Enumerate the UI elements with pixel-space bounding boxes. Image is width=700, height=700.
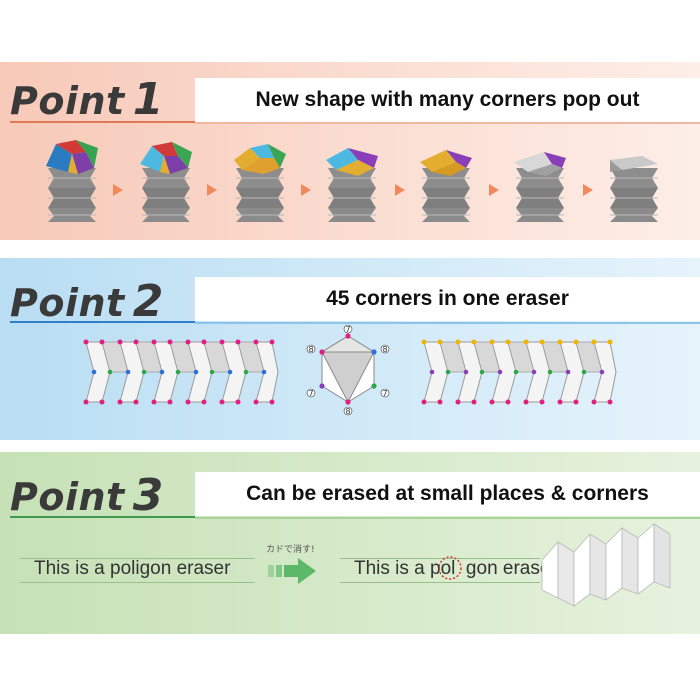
ruled-line xyxy=(20,582,255,583)
ruled-line xyxy=(20,558,255,559)
hex-label-upper-left: 8 xyxy=(308,345,313,354)
point3-title-line xyxy=(195,517,700,519)
eraser-sequence-illustration xyxy=(46,140,659,223)
point2-title: 45 corners in one eraser xyxy=(195,277,700,321)
hex-label-bottom: 8 xyxy=(345,407,350,416)
erased-corner-highlight xyxy=(438,556,462,580)
hex-label-upper-right: 8 xyxy=(382,345,387,354)
green-arrow-icon xyxy=(268,558,316,584)
japanese-note: カドで消す! xyxy=(266,545,315,555)
ruled-line xyxy=(340,558,540,559)
zigzag-corner-diagram-left xyxy=(83,339,279,405)
point1-word: Point xyxy=(10,79,125,123)
point2-word: Point xyxy=(10,281,125,325)
point2-number: 2 xyxy=(132,276,164,327)
point3-word: Point xyxy=(10,475,125,519)
hexagon-corner-diagram: 7 8 8 7 7 8 xyxy=(306,324,390,416)
point1-number: 1 xyxy=(132,74,164,125)
folded-eraser-illustration xyxy=(541,523,671,607)
point3-title: Can be erased at small places & corners xyxy=(195,472,700,516)
after-text: This is a pol gon erase xyxy=(354,558,551,579)
point1-title: New shape with many corners pop out xyxy=(195,78,700,122)
zigzag-corner-diagram-right xyxy=(421,339,617,405)
orange-arrow-icon xyxy=(113,184,123,196)
point1-title-line xyxy=(195,122,700,124)
hex-label-top: 7 xyxy=(345,325,350,334)
point2-underline xyxy=(10,321,195,323)
point3-underline xyxy=(10,516,195,518)
ruled-line xyxy=(340,582,540,583)
point1-underline xyxy=(10,121,195,123)
point2-title-line xyxy=(195,322,700,324)
hex-label-lower-right: 7 xyxy=(382,389,387,398)
hex-label-lower-left: 7 xyxy=(308,389,313,398)
before-text: This is a poligon eraser xyxy=(34,558,231,579)
point3-number: 3 xyxy=(132,470,164,521)
